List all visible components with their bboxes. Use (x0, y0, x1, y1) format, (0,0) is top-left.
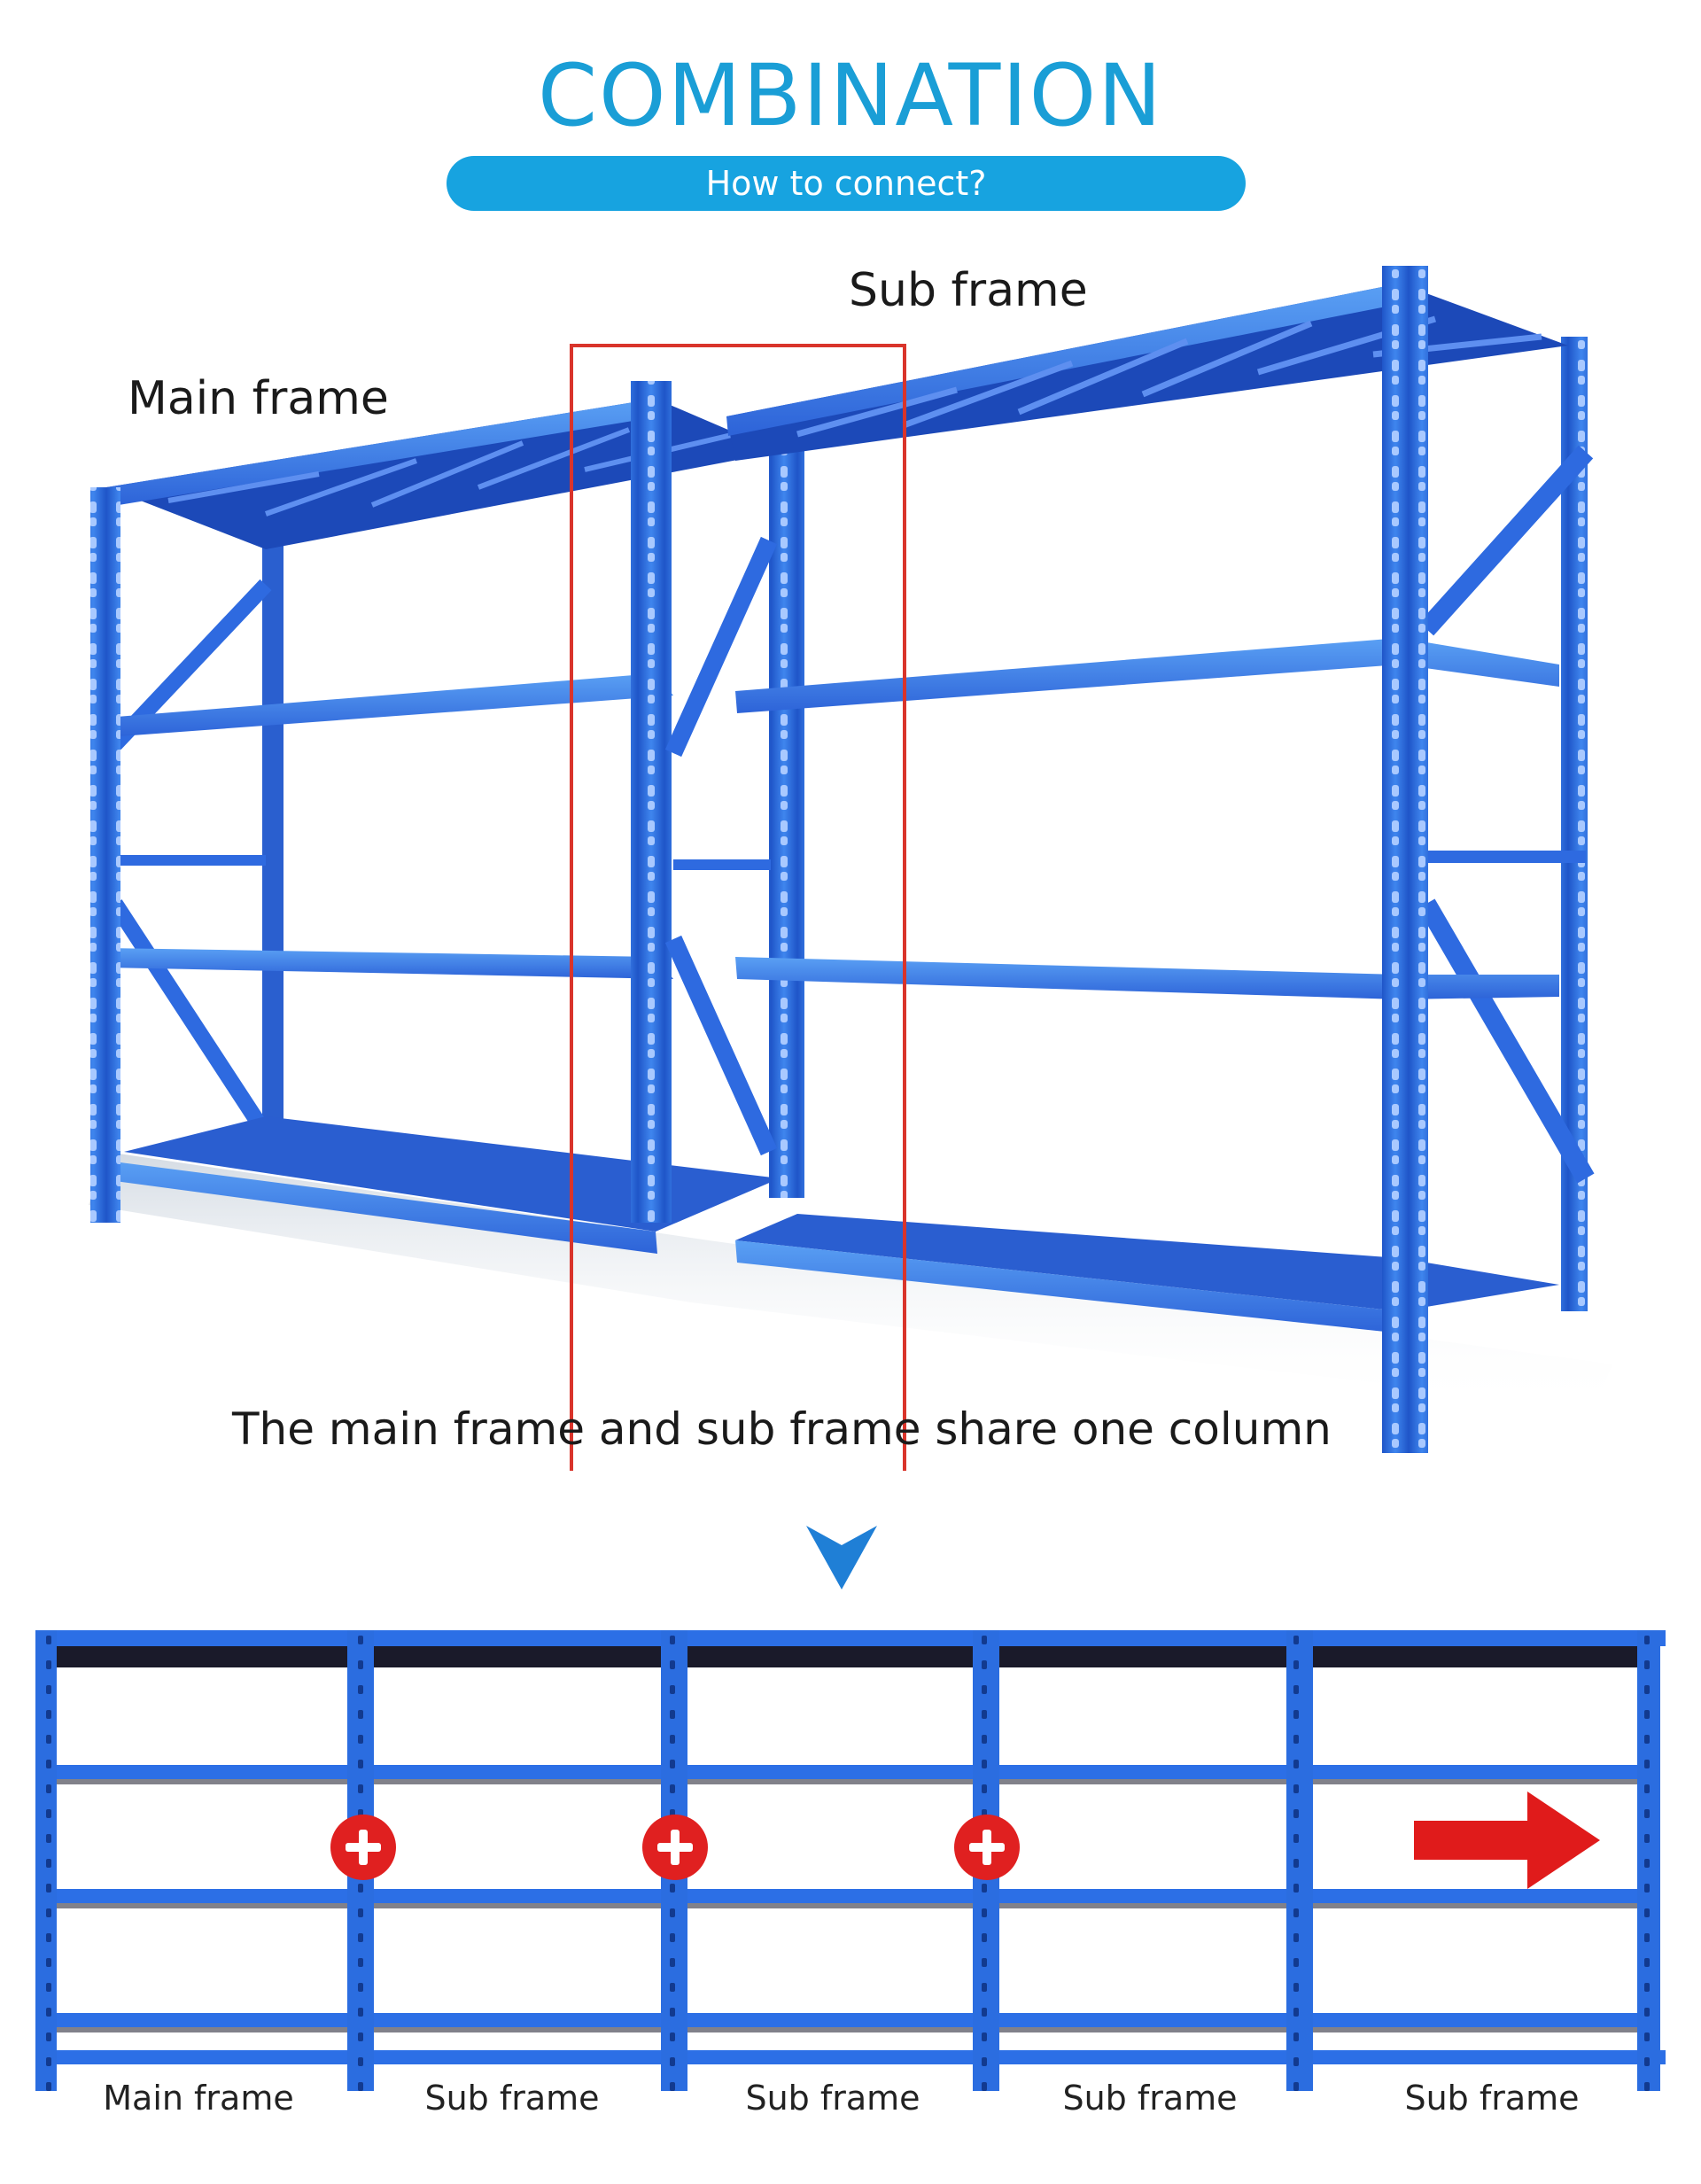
plus-icon (330, 1815, 396, 1880)
bottom-label-sub-frame-2: Sub frame (745, 2079, 920, 2118)
bottom-label-sub-frame-1: Sub frame (424, 2079, 600, 2118)
plus-icon (642, 1815, 708, 1880)
main-frame-label: Main frame (128, 372, 389, 425)
sub-frame-unit (726, 266, 1595, 1453)
subtitle-banner: How to connect? (447, 156, 1246, 211)
plus-icon (954, 1815, 1020, 1880)
bottom-label-main-frame: Main frame (103, 2079, 294, 2118)
page-title: COMBINATION (538, 46, 1163, 145)
sub-frame-label: Sub frame (849, 264, 1088, 317)
shared-column (631, 381, 804, 1223)
shared-column-highlight (570, 344, 906, 1471)
bottom-label-sub-frame-3: Sub frame (1062, 2079, 1238, 2118)
arrow-right-icon (1414, 1792, 1600, 1889)
chevron-down-icon (806, 1526, 877, 1589)
bottom-label-sub-frame-4: Sub frame (1404, 2079, 1580, 2118)
shelving-illustration (89, 266, 1612, 1471)
main-frame-unit (90, 399, 790, 1254)
caption: The main frame and sub frame share one c… (232, 1403, 1332, 1455)
